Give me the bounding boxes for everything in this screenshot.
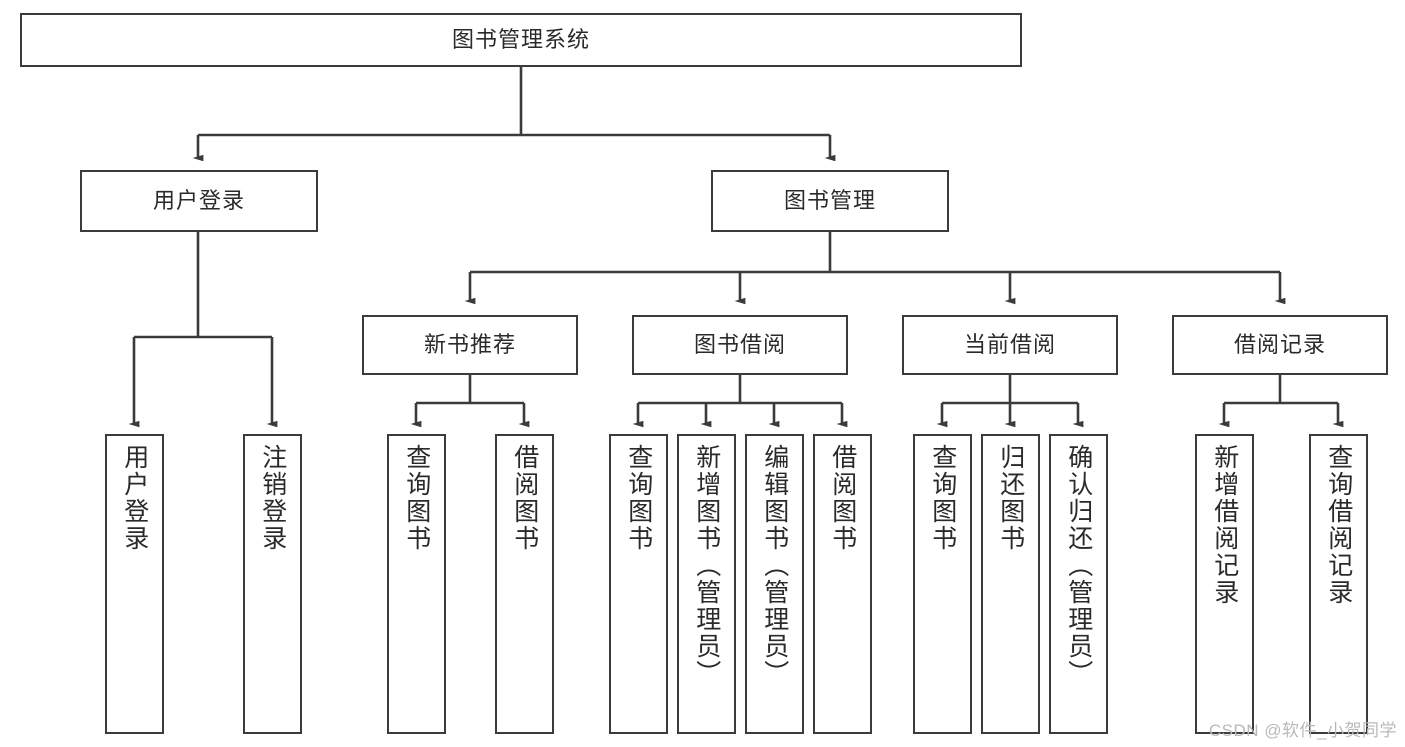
node-leaf-confirm-return-label: 确认归还（管理员）	[1064, 444, 1093, 687]
watermark-text: CSDN @软件_小贺同学	[1208, 721, 1397, 740]
node-leaf-user-login-label: 用户登录	[120, 444, 149, 552]
node-leaf-borrow-book-2-label: 借阅图书	[828, 444, 857, 552]
node-book-manage[interactable]: 图书管理	[711, 170, 949, 232]
node-leaf-query-book-1[interactable]: 查询图书	[387, 434, 446, 734]
node-leaf-query-book-3-label: 查询图书	[928, 444, 957, 552]
node-leaf-borrow-book-1-label: 借阅图书	[510, 444, 539, 552]
node-leaf-borrow-book-2[interactable]: 借阅图书	[813, 434, 872, 734]
node-leaf-logout[interactable]: 注销登录	[243, 434, 302, 734]
node-root[interactable]: 图书管理系统	[20, 13, 1022, 67]
node-borrow-record[interactable]: 借阅记录	[1172, 315, 1388, 375]
node-current-borrow[interactable]: 当前借阅	[902, 315, 1118, 375]
node-leaf-query-book-2[interactable]: 查询图书	[609, 434, 668, 734]
node-leaf-query-record-label: 查询借阅记录	[1324, 444, 1353, 606]
node-new-book-rec[interactable]: 新书推荐	[362, 315, 578, 375]
node-book-borrow-label: 图书借阅	[693, 332, 786, 358]
node-leaf-add-record[interactable]: 新增借阅记录	[1195, 434, 1254, 734]
node-leaf-edit-book[interactable]: 编辑图书（管理员）	[745, 434, 804, 734]
node-leaf-confirm-return[interactable]: 确认归还（管理员）	[1049, 434, 1108, 734]
node-user-login[interactable]: 用户登录	[80, 170, 318, 232]
node-leaf-return-book[interactable]: 归还图书	[981, 434, 1040, 734]
node-leaf-logout-label: 注销登录	[258, 444, 287, 552]
node-new-book-rec-label: 新书推荐	[423, 332, 516, 358]
node-leaf-query-record[interactable]: 查询借阅记录	[1309, 434, 1368, 734]
node-user-login-label: 用户登录	[152, 188, 245, 214]
node-book-manage-label: 图书管理	[783, 188, 876, 214]
node-root-label: 图书管理系统	[451, 27, 590, 53]
node-borrow-record-label: 借阅记录	[1233, 332, 1326, 358]
node-leaf-query-book-2-label: 查询图书	[624, 444, 653, 552]
node-leaf-borrow-book-1[interactable]: 借阅图书	[495, 434, 554, 734]
node-current-borrow-label: 当前借阅	[963, 332, 1056, 358]
node-leaf-add-record-label: 新增借阅记录	[1210, 444, 1239, 606]
node-leaf-edit-book-label: 编辑图书（管理员）	[760, 444, 789, 687]
node-leaf-add-book[interactable]: 新增图书（管理员）	[677, 434, 736, 734]
node-leaf-user-login[interactable]: 用户登录	[105, 434, 164, 734]
node-book-borrow[interactable]: 图书借阅	[632, 315, 848, 375]
node-leaf-query-book-1-label: 查询图书	[402, 444, 431, 552]
node-leaf-query-book-3[interactable]: 查询图书	[913, 434, 972, 734]
node-leaf-return-book-label: 归还图书	[996, 444, 1025, 552]
node-leaf-add-book-label: 新增图书（管理员）	[692, 444, 721, 687]
